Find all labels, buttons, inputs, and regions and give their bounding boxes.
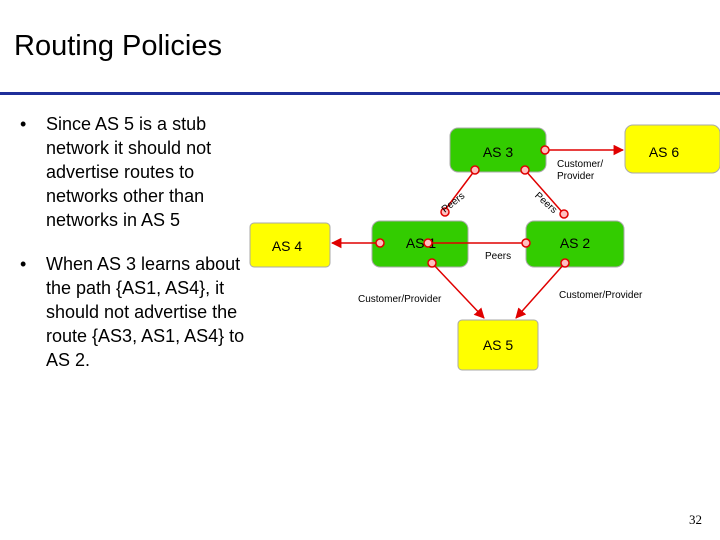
label-customer-provider-as3-as6-2: Provider: [557, 171, 595, 182]
endpoint: [375, 238, 385, 248]
endpoint: [440, 207, 450, 217]
endpoint: [520, 165, 530, 175]
node-as5-label: AS 5: [483, 337, 514, 353]
link-endpoints: [375, 145, 570, 268]
bullet-item: When AS 3 learns about the path {AS1, AS…: [18, 252, 258, 372]
as-topology-diagram: AS 3 AS 6 AS 4 AS 1 AS 2 AS 5: [249, 124, 720, 371]
node-as1: AS 1: [371, 220, 469, 268]
node-as3-label: AS 3: [483, 144, 514, 160]
node-as4-label: AS 4: [272, 238, 303, 254]
endpoint: [560, 258, 570, 268]
node-as6: AS 6: [624, 124, 720, 174]
label-customer-provider-as1-as5: Customer/Provider: [358, 294, 442, 305]
endpoint: [559, 209, 569, 219]
bullet-list: Since AS 5 is a stub network it should n…: [18, 112, 258, 372]
node-as4: AS 4: [249, 222, 331, 268]
bullet-item: Since AS 5 is a stub network it should n…: [18, 112, 258, 232]
label-peers-as1-as2: Peers: [485, 251, 511, 262]
endpoint: [423, 238, 433, 248]
slide-title: Routing Policies: [14, 30, 222, 62]
node-as5: AS 5: [457, 319, 539, 371]
page-number: 32: [689, 512, 702, 527]
endpoint: [427, 258, 437, 268]
endpoint: [540, 145, 550, 155]
label-peers-as3-as1: Peers: [440, 191, 467, 216]
link-as3-as2: [524, 169, 564, 214]
endpoint: [470, 165, 480, 175]
link-as3-as1: [444, 169, 476, 211]
title-divider: [0, 92, 720, 95]
node-as3: AS 3: [449, 127, 547, 173]
endpoint: [521, 238, 531, 248]
node-as6-label: AS 6: [649, 144, 680, 160]
node-as2: AS 2: [525, 220, 625, 268]
label-customer-provider-as2-as5: Customer/Provider: [559, 290, 643, 301]
link-as1-as5: [431, 262, 485, 319]
link-as2-as5: [515, 262, 566, 319]
diagram-links: [330, 144, 625, 319]
label-customer-provider-as3-as6-1: Customer/: [557, 159, 603, 170]
node-as2-label: AS 2: [560, 235, 591, 251]
